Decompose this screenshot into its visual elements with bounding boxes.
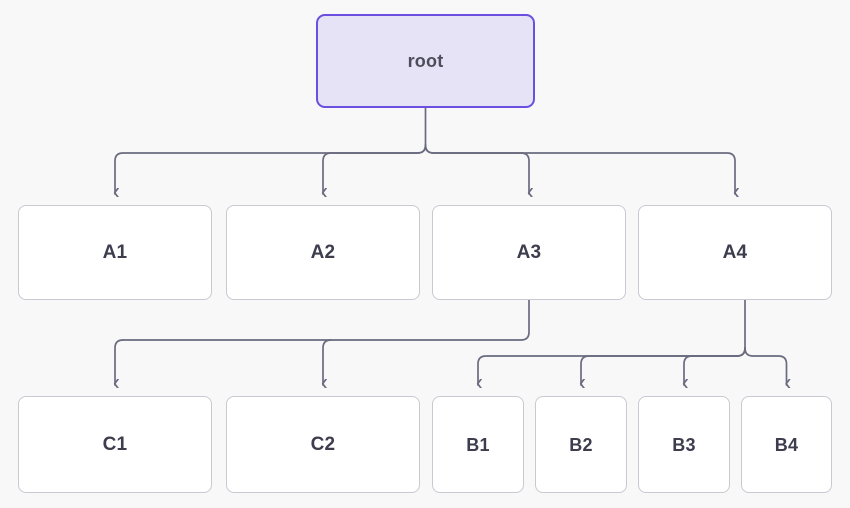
edge-a3-stem	[122, 299, 530, 341]
node-root[interactable]: root	[316, 14, 535, 108]
node-c2[interactable]: C2	[226, 396, 420, 493]
node-b1[interactable]: B1	[432, 396, 524, 493]
node-b4[interactable]: B4	[741, 396, 832, 493]
node-c1[interactable]: C1	[18, 396, 212, 493]
edge-a4-b2	[581, 347, 746, 385]
edge-root-a2	[323, 144, 427, 194]
node-b1-label: B1	[466, 434, 490, 455]
edge-root-a4	[424, 144, 736, 194]
node-a4[interactable]: A4	[638, 205, 832, 300]
edge-a4-b4	[744, 347, 787, 385]
edge-a3-c2	[323, 339, 332, 385]
node-b3-label: B3	[672, 434, 696, 455]
node-b2[interactable]: B2	[535, 396, 627, 493]
node-b3[interactable]: B3	[638, 396, 730, 493]
node-root-label: root	[407, 51, 444, 71]
node-a3-label: A3	[516, 242, 542, 263]
node-a1[interactable]: A1	[18, 205, 212, 300]
node-b4-label: B4	[774, 434, 799, 455]
node-a3[interactable]: A3	[432, 205, 626, 300]
edge-a4-b1	[478, 347, 746, 385]
node-b2-label: B2	[569, 434, 593, 455]
node-a1-label: A1	[102, 242, 128, 263]
node-c2-label: C2	[310, 434, 336, 455]
edge-a3-c1	[115, 339, 124, 385]
node-a2[interactable]: A2	[226, 205, 420, 300]
node-a2-label: A2	[310, 242, 336, 263]
node-a4-label: A4	[722, 242, 748, 263]
node-c1-label: C1	[102, 434, 128, 455]
edge-a4-b3	[684, 347, 746, 385]
